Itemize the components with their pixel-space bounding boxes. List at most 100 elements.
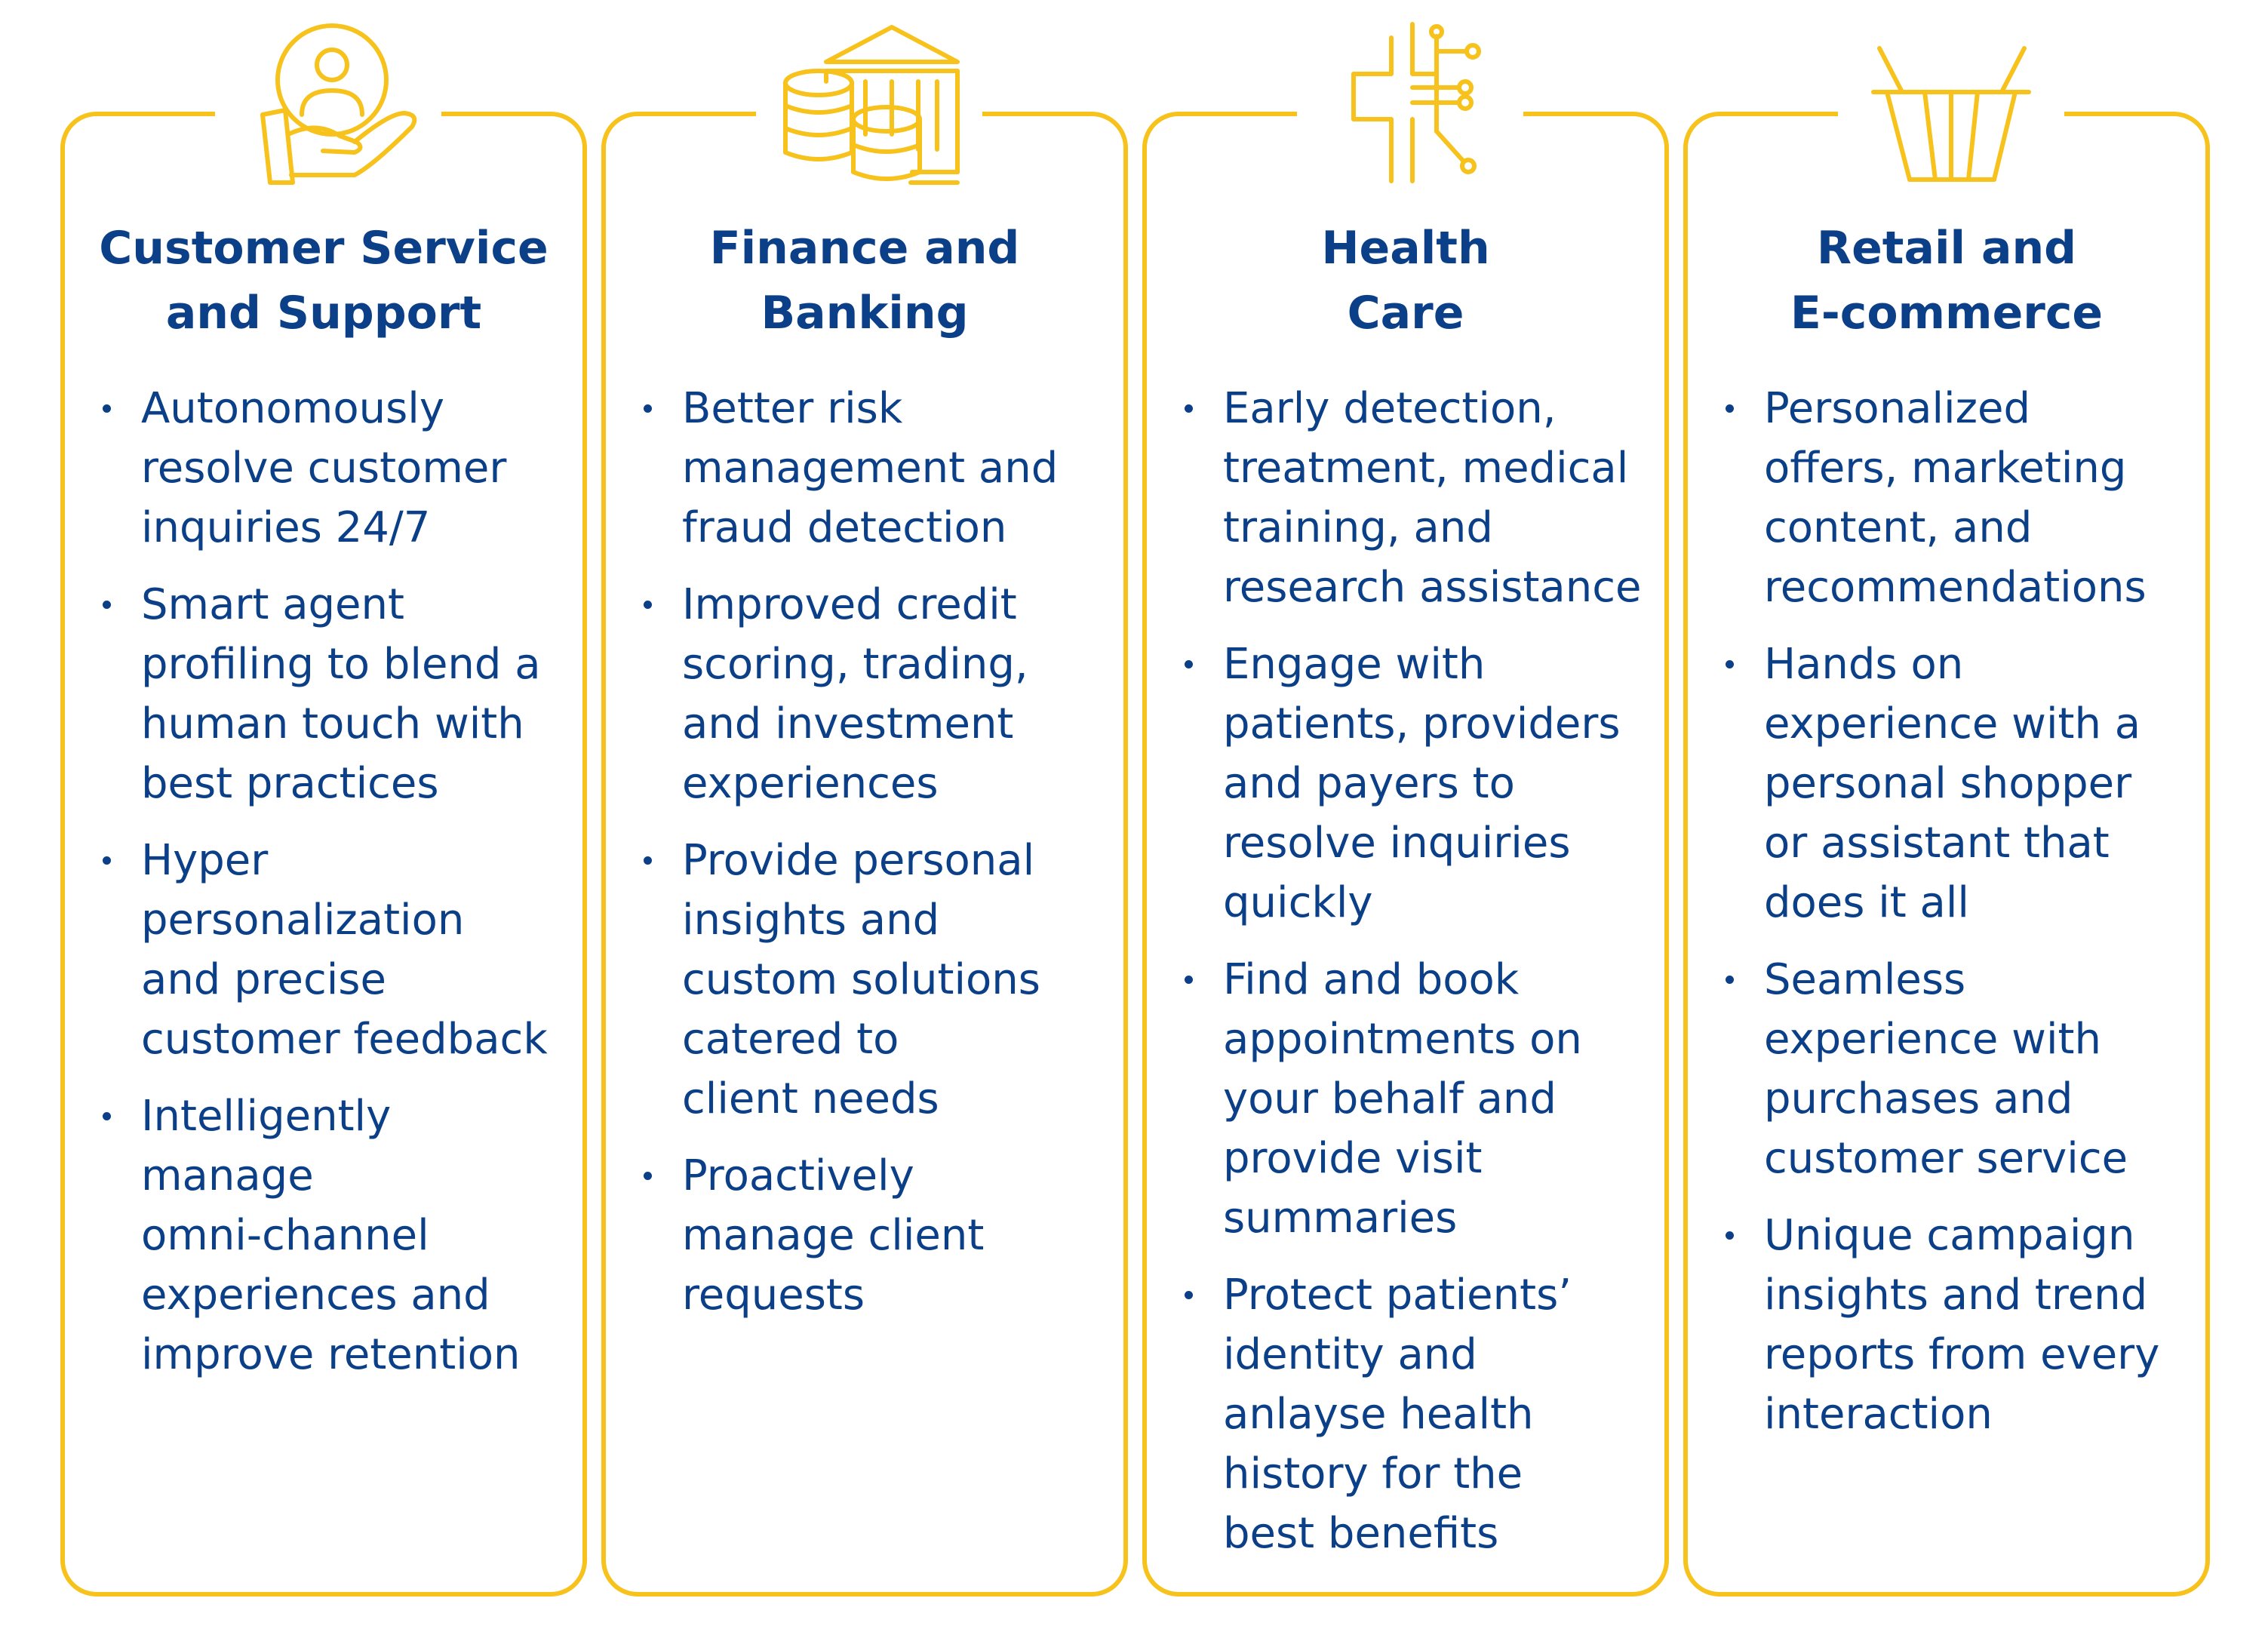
bullet-line: and payers to	[1223, 759, 1515, 808]
bullet-line: quickly	[1223, 878, 1373, 927]
bullet-line: experiences and	[141, 1271, 490, 1320]
bullet-list: Personalized offers, marketing content, …	[1718, 379, 2184, 1461]
card-title-line: Finance and	[709, 222, 1020, 275]
bullet-item: Find and book appointments on your behal…	[1177, 950, 1643, 1248]
card-title-line: Customer Service	[99, 222, 549, 275]
bullet-line: Provide personal	[682, 836, 1035, 885]
card-retail-ecommerce: Retail and E-commerce Personalized offer…	[1683, 21, 2210, 1597]
bullet-line: treatment, medical	[1223, 444, 1629, 493]
bullet-list: Early detection, treatment, medical trai…	[1177, 379, 1643, 1581]
bullet-line: Better risk	[682, 384, 903, 433]
bullet-line: Seamless	[1764, 955, 1966, 1004]
bullet-line: experience with a	[1764, 699, 2141, 748]
bullet-line: Engage with	[1223, 640, 1486, 689]
card-title: Customer Service and Support	[65, 216, 582, 346]
bullet-line: Early detection,	[1223, 384, 1557, 433]
bullet-item: Autonomously resolve customer inquiries …	[95, 379, 561, 558]
bullet-line: client needs	[682, 1074, 939, 1123]
bullet-line: requests	[682, 1271, 865, 1320]
bullet-line: fraud detection	[682, 503, 1007, 552]
bullet-line: personal shopper	[1764, 759, 2132, 808]
card-title-line: Health	[1321, 222, 1490, 275]
bullet-line: insights and	[682, 896, 940, 945]
bullet-line: reports from every	[1764, 1330, 2160, 1379]
bullet-line: manage client	[682, 1211, 985, 1260]
card-title: Retail and E-commerce	[1688, 216, 2205, 346]
bullet-line: provide visit	[1223, 1134, 1483, 1183]
bullet-item: Seamless experience with purchases and c…	[1718, 950, 2184, 1188]
bullet-line: human touch with	[141, 699, 524, 748]
bullet-line: best benefits	[1223, 1509, 1499, 1558]
bullet-line: customer service	[1764, 1134, 2128, 1183]
bullet-line: Intelligently	[141, 1092, 392, 1141]
bullet-item: Hands on experience with a personal shop…	[1718, 635, 2184, 933]
bullet-line: Unique campaign	[1764, 1211, 2135, 1260]
card-title-line: Retail and	[1816, 222, 2077, 275]
bullet-line: identity and	[1223, 1330, 1477, 1379]
bullet-line: profiling to blend a	[141, 640, 541, 689]
card-finance-banking: Finance and Banking Better risk manageme…	[601, 21, 1128, 1597]
bullet-line: customer feedback	[141, 1015, 548, 1064]
bullet-line: inquiries 24/7	[141, 503, 431, 552]
bullet-line: Autonomously	[141, 384, 444, 433]
bullet-line: patients, providers	[1223, 699, 1621, 748]
bullet-line: experience with	[1764, 1015, 2101, 1064]
bullet-line: Smart agent	[141, 580, 404, 629]
card-title-line: and Support	[165, 287, 482, 340]
bullet-line: anlayse health	[1223, 1390, 1534, 1439]
card-health-care: Health Care Early detection, treatment, …	[1142, 21, 1669, 1597]
bullet-line: purchases and	[1764, 1074, 2073, 1123]
bullet-line: scoring, trading,	[682, 640, 1028, 689]
bullet-item: Better risk management and fraud detecti…	[636, 379, 1102, 558]
bullet-line: does it all	[1764, 878, 1969, 927]
bullet-line: summaries	[1223, 1194, 1458, 1243]
bullet-line: Protect patients’	[1223, 1271, 1572, 1320]
bullet-list: Better risk management and fraud detecti…	[636, 379, 1102, 1342]
bullet-item: Early detection, treatment, medical trai…	[1177, 379, 1643, 617]
bullet-item: Smart agent profiling to blend a human t…	[95, 575, 561, 813]
bullet-line: appointments on	[1223, 1015, 1582, 1064]
shopping-basket-icon	[1838, 21, 2064, 187]
bullet-item: Provide personal insights and custom sol…	[636, 831, 1102, 1129]
bullet-item: Hyper personalization and precise custom…	[95, 831, 561, 1069]
bullet-line: and investment	[682, 699, 1014, 748]
bullet-line: or assistant that	[1764, 819, 2110, 868]
bullet-item: Unique campaign insights and trend repor…	[1718, 1206, 2184, 1444]
hand-holding-person-icon	[215, 21, 441, 187]
bullet-line: training, and	[1223, 503, 1493, 552]
bullet-line: interaction	[1764, 1390, 1993, 1439]
bullet-line: personalization	[141, 896, 465, 945]
bullet-line: recommendations	[1764, 563, 2147, 612]
bullet-line: content, and	[1764, 503, 2033, 552]
bullet-line: your behalf and	[1223, 1074, 1557, 1123]
bullet-line: Proactively	[682, 1151, 914, 1200]
bullet-item: Personalized offers, marketing content, …	[1718, 379, 2184, 617]
bullet-line: experiences	[682, 759, 939, 808]
card-title: Finance and Banking	[606, 216, 1123, 346]
bullet-line: research assistance	[1223, 563, 1642, 612]
bullet-line: Personalized	[1764, 384, 2031, 433]
card-customer-service: Customer Service and Support Autonomousl…	[60, 21, 587, 1597]
bullet-line: improve retention	[141, 1330, 521, 1379]
bullet-line: Hyper	[141, 836, 269, 885]
bullet-line: resolve inquiries	[1223, 819, 1571, 868]
medical-cross-circuit-icon	[1297, 21, 1523, 187]
bank-coins-icon	[756, 21, 982, 187]
bullet-item: Proactively manage client requests	[636, 1146, 1102, 1325]
bullet-line: management and	[682, 444, 1059, 493]
bullet-item: Engage with patients, providers and paye…	[1177, 635, 1643, 933]
bullet-list: Autonomously resolve customer inquiries …	[95, 379, 561, 1402]
bullet-line: offers, marketing	[1764, 444, 2127, 493]
bullet-line: resolve customer	[141, 444, 507, 493]
bullet-line: custom solutions	[682, 955, 1040, 1004]
bullet-line: Find and book	[1223, 955, 1520, 1004]
bullet-line: Improved credit	[682, 580, 1017, 629]
bullet-line: Hands on	[1764, 640, 1964, 689]
card-title-line: Care	[1347, 287, 1464, 340]
bullet-item: Protect patients’ identity and anlayse h…	[1177, 1265, 1643, 1563]
bullet-line: and precise	[141, 955, 386, 1004]
card-title-line: E-commerce	[1790, 287, 2104, 340]
bullet-item: Intelligently manage omni-channel experi…	[95, 1086, 561, 1384]
bullet-line: manage	[141, 1151, 314, 1200]
bullet-line: best practices	[141, 759, 439, 808]
